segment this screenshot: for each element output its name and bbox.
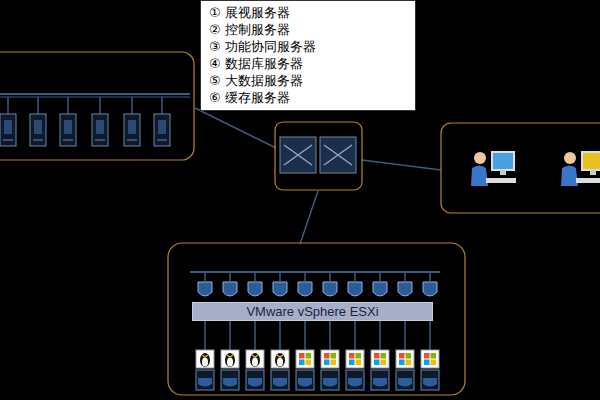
legend-item: ④ 数据库服务器 [209,55,405,72]
client-panel [441,123,600,213]
user-workstation-icon [471,152,516,186]
vm-shield-icon [323,282,337,296]
virtual-panel [168,243,465,395]
link-line [362,160,441,170]
server-icon [154,114,170,146]
linux-icon [271,350,289,390]
legend-box: ① 展视服务器② 控制服务器③ 功能协同服务器④ 数据库服务器⑤ 大数据服务器⑥… [200,0,416,111]
windows-icon [371,350,389,390]
link-line [195,108,276,148]
vm-shield-icon [273,282,287,296]
vm-shield-icon [398,282,412,296]
hypervisor-band: VMware vSphere ESXi [192,302,433,321]
windows-icon [321,350,339,390]
legend-item: ① 展视服务器 [209,4,405,21]
windows-icon [296,350,314,390]
legend-item: ③ 功能协同服务器 [209,38,405,55]
linux-icon [246,350,264,390]
link-line [300,191,318,244]
vm-shield-icon [298,282,312,296]
server-panel [0,52,194,160]
switch-icon [280,137,356,173]
switch-panel [275,122,362,190]
windows-icon [396,350,414,390]
server-icon [124,114,140,146]
server-icon [60,114,76,146]
server-icon [92,114,108,146]
legend-item: ⑤ 大数据服务器 [209,72,405,89]
vm-shield-icon [223,282,237,296]
vm-shield-icon [348,282,362,296]
server-icon [0,114,16,146]
windows-icon [421,350,439,390]
linux-icon [221,350,239,390]
vm-shield-icon [423,282,437,296]
legend-item: ② 控制服务器 [209,21,405,38]
user-workstation-icon [561,152,600,186]
legend-item: ⑥ 缓存服务器 [209,89,405,106]
linux-icon [196,350,214,390]
server-icon [30,114,46,146]
vm-shield-icon [198,282,212,296]
vm-shield-icon [248,282,262,296]
windows-icon [346,350,364,390]
hypervisor-label: VMware vSphere ESXi [199,304,426,319]
vm-shield-icon [373,282,387,296]
hypervisor-band-ground [192,302,433,321]
